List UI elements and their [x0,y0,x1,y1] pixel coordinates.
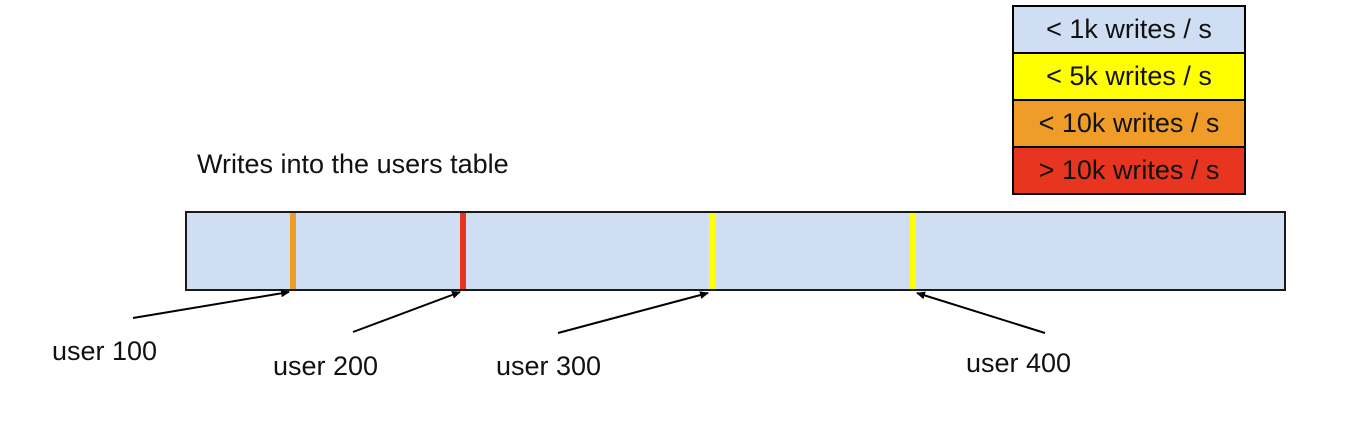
diagram-title: Writes into the users table [197,149,509,179]
write-marker-user-100 [290,213,296,289]
write-marker-user-400 [910,213,916,289]
arrow-user-300 [557,291,709,334]
label-user-400: user 400 [966,348,1072,378]
users-table-bar [185,211,1286,291]
arrow-user-400 [916,291,1046,334]
legend-label-lt1k: < 1k writes / s [1046,14,1212,44]
label-user-300: user 300 [496,351,602,381]
legend-label-lt10k: < 10k writes / s [1038,108,1220,138]
legend-row-lt1k: < 1k writes / s [1014,7,1244,54]
arrow-user-100 [132,289,290,319]
legend-row-lt10k: < 10k writes / s [1014,101,1244,148]
label-user-200: user 200 [273,351,379,381]
label-user-100: user 100 [52,336,158,366]
legend: < 1k writes / s < 5k writes / s < 10k wr… [1012,5,1246,195]
legend-row-gt10k: > 10k writes / s [1014,148,1244,193]
legend-row-lt5k: < 5k writes / s [1014,54,1244,101]
write-marker-user-200 [460,213,466,289]
legend-label-gt10k: > 10k writes / s [1038,155,1220,185]
legend-label-lt5k: < 5k writes / s [1046,61,1212,91]
arrow-user-200 [352,291,461,333]
write-marker-user-300 [709,213,715,289]
